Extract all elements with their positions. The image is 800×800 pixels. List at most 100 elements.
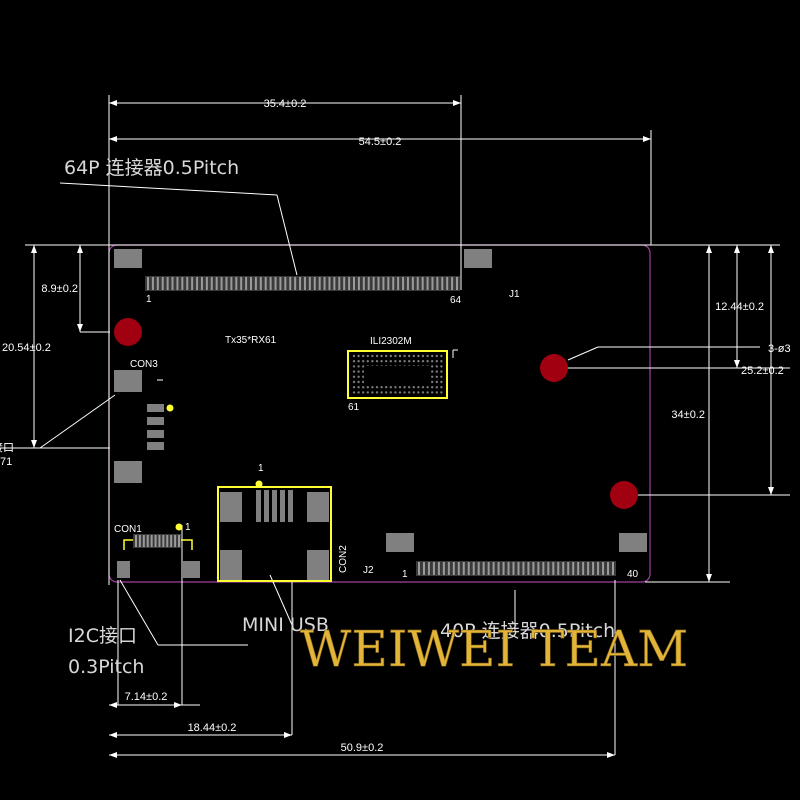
connector-pin [166,277,169,290]
mini-usb-pin [264,490,269,522]
connector-pin [225,277,228,290]
connector-pin [477,562,480,575]
chip-ball [435,370,438,373]
mini-usb-pin [280,490,285,522]
connector-pin [176,277,179,290]
dim-holes: 3-ø3 [768,343,791,355]
callout-40p-connector: 40P 连接器0.5Pitch [440,620,615,642]
con2-pin-label: 1 [258,463,264,474]
connector-pin [333,277,336,290]
chip-ball [440,380,443,384]
con3-label: CON3 [130,359,158,370]
callout-mini-usb: MINI USB [242,614,329,636]
chip-ball [385,391,388,394]
chip-ball [431,354,434,358]
connector-pin [308,277,311,290]
chip-ball [371,354,374,358]
chip-ball [435,354,438,358]
connector-pin [284,277,287,290]
connector-pin [382,277,385,290]
connector-pin [418,562,420,575]
chip-ball [357,380,360,384]
connector-pin [502,562,505,575]
connector-pin [587,562,590,575]
dimension-lines [0,95,790,756]
connector-pin [441,277,444,290]
chip-ball [412,386,415,389]
connector-pin [318,277,321,290]
connector-pin [472,562,475,575]
chip-ball [357,370,360,373]
connector-pin [577,562,580,575]
j2-pad-left [386,533,414,552]
callout-i2c-line2: 0.3Pitch [68,656,144,678]
chip-ball [440,375,443,378]
connector-pin [196,277,199,290]
chip-ball [357,365,360,368]
connector-pin [181,277,184,290]
chip-ball [426,386,429,389]
j2-pin-end: 40 [627,569,639,580]
con1-pad-left [117,561,130,578]
chip-ball [426,391,429,394]
chip-ball [380,360,383,363]
chip-ball [362,360,365,363]
callout-i2c-line1: I2C接口 [68,625,137,647]
chip-ball [394,354,397,358]
j2-pins [418,562,614,575]
chip-ball [357,386,360,389]
chip-ball [385,354,388,358]
chip-ball [394,386,397,389]
mini-usb-pin [288,490,293,522]
chip-pin-label: 61 [348,402,360,413]
con1-pins [135,535,180,547]
connector-pin [602,562,605,575]
connector-pin [254,277,257,290]
connector-pin [362,277,365,290]
chip-ball [417,354,420,358]
con3-pin [147,417,164,425]
chip-ball [362,370,365,373]
pin1-marker-icon [255,480,263,488]
connector-pin [274,277,277,290]
connector-pin [220,277,223,290]
chip-ball [371,386,374,389]
chip-ball [352,380,356,384]
con1-pin-label: 1 [185,522,191,533]
mini-usb-pad [220,492,242,522]
mini-usb-pin [272,490,277,522]
chip-ball [435,360,438,363]
chip-ball [362,391,365,394]
connector-pin [522,562,525,575]
chip-ball [403,386,406,389]
con3-pad-top [114,370,142,392]
chip-ball [412,360,415,363]
connector-pin [547,562,550,575]
mount-hole-icon [540,354,568,382]
connector-pin [323,277,326,290]
dim-right-a: 12.44±0.2 [715,301,764,313]
chip-ball [352,370,356,373]
connector-pin [357,277,360,290]
chip-ball [403,360,406,363]
connector-pin [230,277,233,290]
dim-bottom-2: 18.44±0.2 [188,722,237,734]
connector-pin [200,277,203,290]
chip-ball [440,365,443,368]
board-model-label: Tx35*RX61 [225,335,277,346]
connector-pin [422,562,425,575]
pin1-marker-icon [175,523,183,531]
connector-pin [397,277,400,290]
connector-pin [392,277,395,290]
chip-ball [440,386,443,389]
connector-pin [406,277,409,290]
connector-pin [411,277,414,290]
connector-pin [142,535,145,547]
chip-ball [431,360,434,363]
connector-pin [436,277,439,290]
j1-pad-left [114,249,142,268]
connector-pin [572,562,575,575]
dim-top-outer: 54.5±0.2 [359,136,402,148]
